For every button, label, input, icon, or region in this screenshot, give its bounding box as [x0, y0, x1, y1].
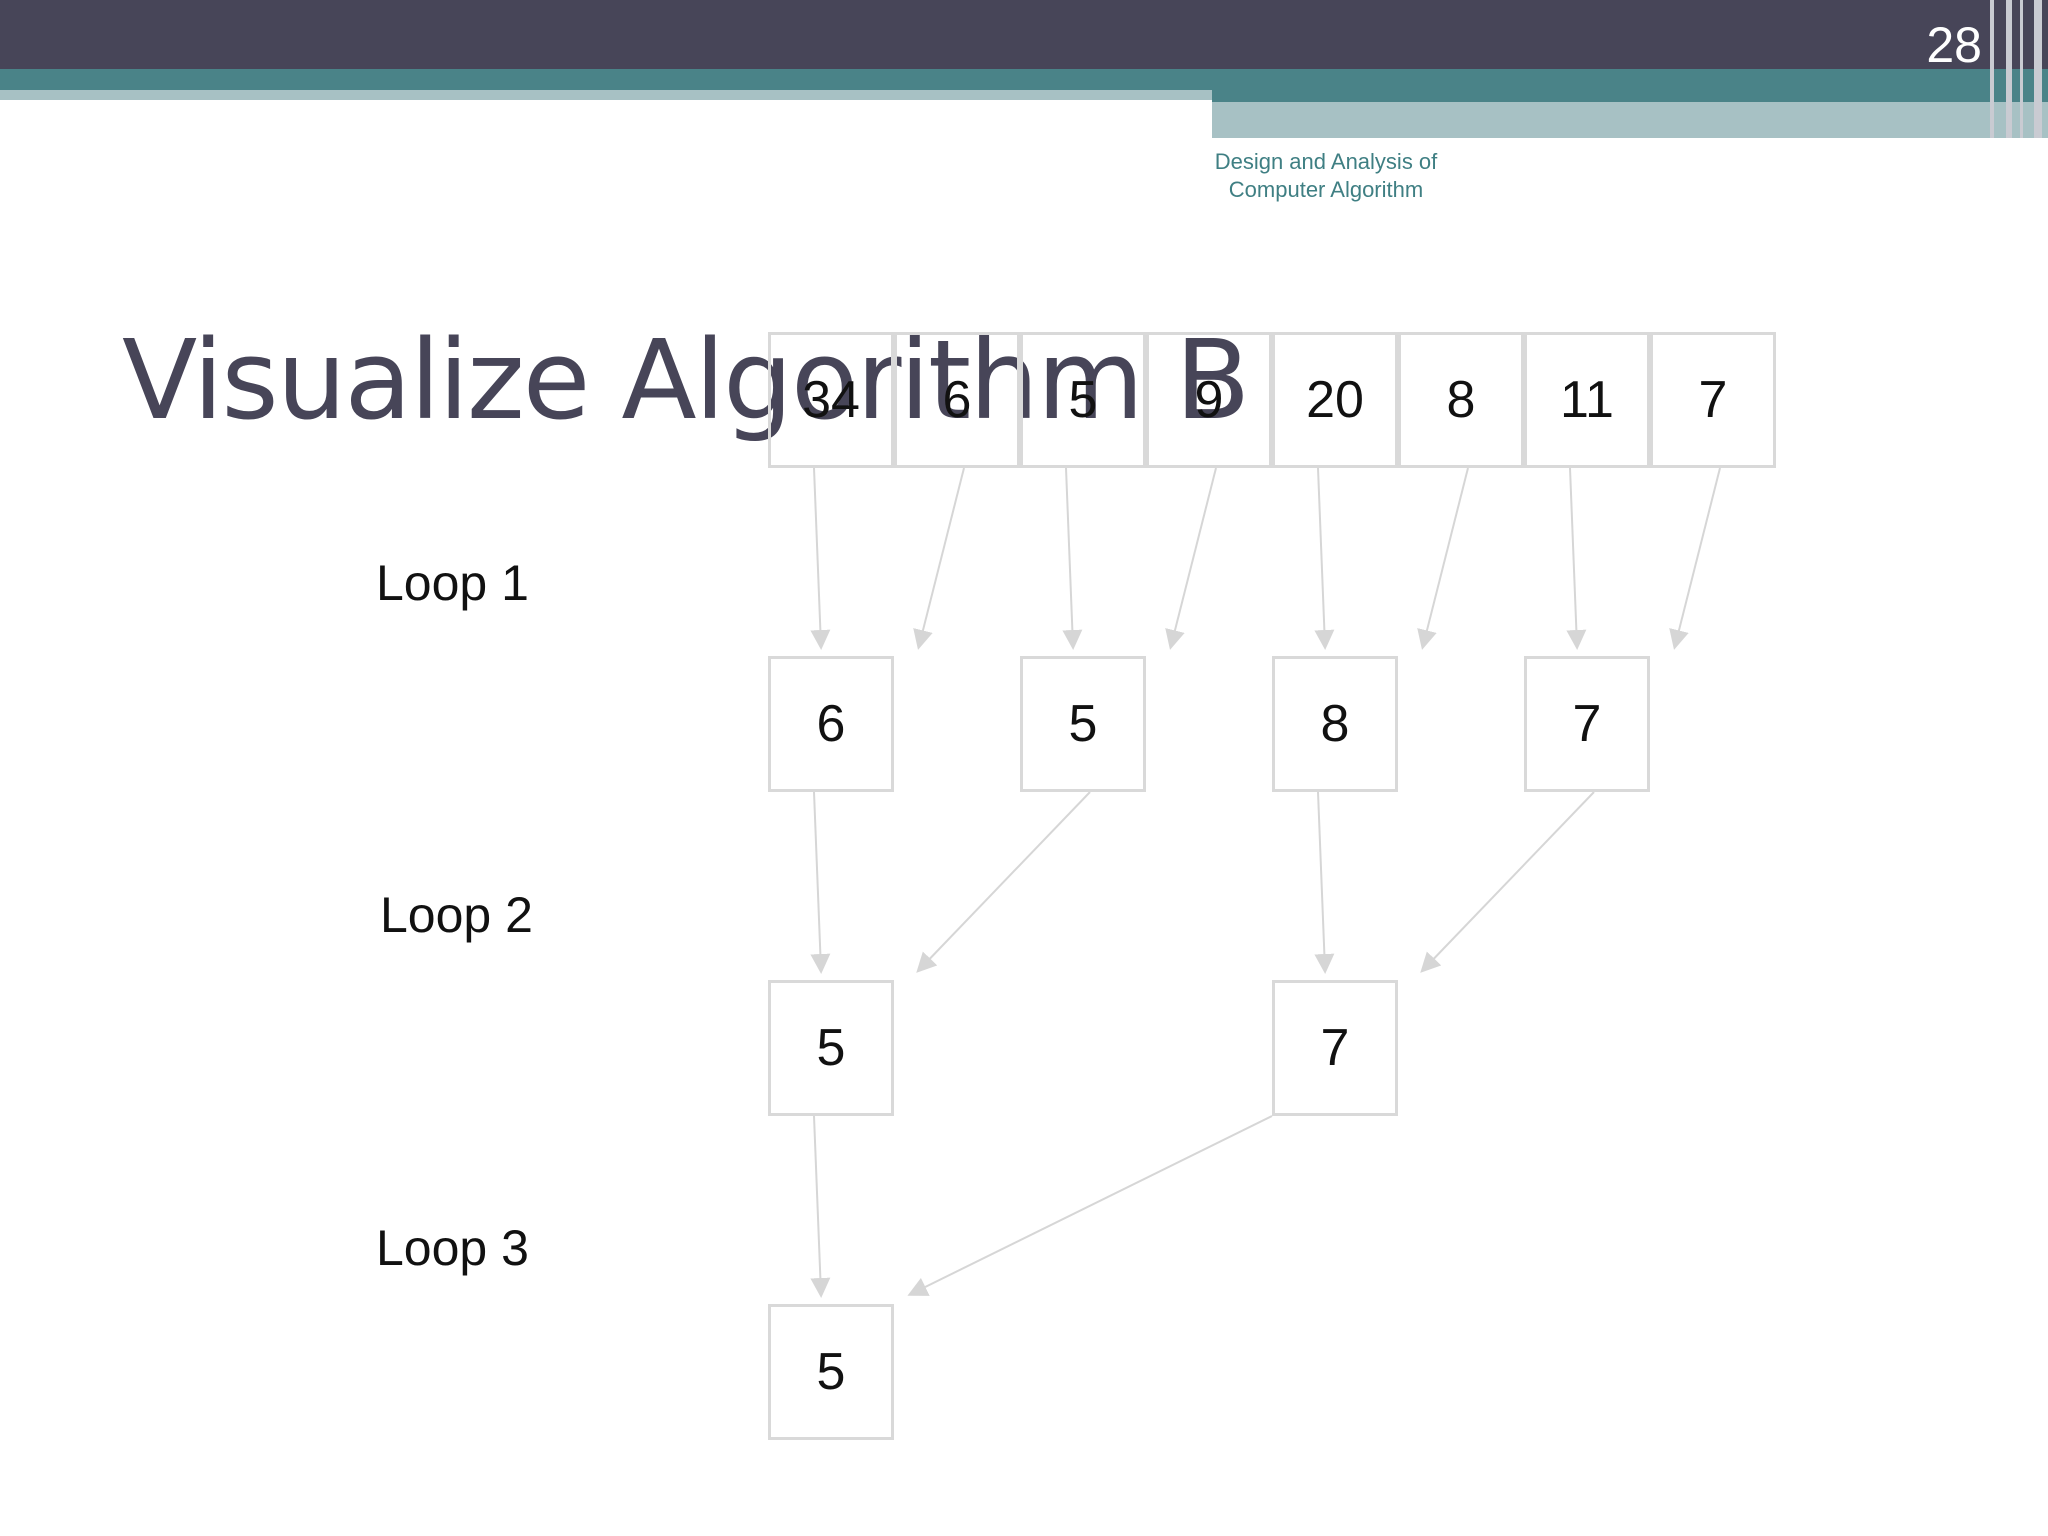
arrow	[1062, 467, 1083, 650]
cell-r0-1: 6	[894, 332, 1020, 468]
loop-label-3: Loop 3	[376, 1220, 529, 1276]
arrow	[913, 467, 965, 650]
cell-r3-0: 5	[768, 1304, 894, 1440]
loop-label-1: Loop 1	[376, 555, 529, 611]
cell-r2-0: 5	[768, 980, 894, 1116]
slide-number: 28	[1926, 17, 1982, 73]
course-title: Design and Analysis of Computer Algorith…	[1196, 148, 1456, 204]
arrow	[810, 1115, 831, 1298]
cell-r1-2: 8	[1272, 656, 1398, 792]
cell-value: 5	[816, 1019, 846, 1077]
arrow	[916, 791, 1091, 973]
cell-value: 5	[816, 1343, 846, 1401]
header-band-teal-right	[1212, 90, 2048, 102]
cell-value: 7	[1320, 1019, 1350, 1077]
arrow	[810, 791, 831, 974]
cell-value: 6	[942, 371, 972, 429]
cell-value: 8	[1320, 695, 1350, 753]
arrow	[1669, 467, 1721, 650]
arrow	[1314, 791, 1335, 974]
arrow	[1314, 467, 1335, 650]
slide-title: Visualize Algorithm B	[122, 316, 1250, 444]
edge-strip	[2034, 0, 2042, 138]
arrow	[1417, 467, 1469, 650]
cell-r0-7: 7	[1650, 332, 1776, 468]
cell-r2-1: 7	[1272, 980, 1398, 1116]
cell-r0-5: 8	[1398, 332, 1524, 468]
cell-r1-3: 7	[1524, 656, 1650, 792]
cell-value: 9	[1194, 371, 1224, 429]
header-band-teal	[0, 69, 2048, 90]
cell-value: 7	[1572, 695, 1602, 753]
cell-r0-3: 9	[1146, 332, 1272, 468]
loop-label-2: Loop 2	[380, 887, 533, 943]
cell-value: 5	[1068, 371, 1098, 429]
arrow	[1165, 467, 1217, 650]
arrow	[1420, 791, 1595, 973]
arrow	[810, 467, 831, 650]
header-band-dark	[0, 0, 2048, 69]
header-band-light-left	[0, 90, 1212, 100]
cell-r0-0: 34	[768, 332, 894, 468]
edge-strip	[1990, 0, 1994, 138]
cell-r0-4: 20	[1272, 332, 1398, 468]
arrow	[1566, 467, 1587, 650]
cell-r1-0: 6	[768, 656, 894, 792]
cell-value: 5	[1068, 695, 1098, 753]
cell-value: 11	[1560, 371, 1614, 429]
cell-r0-6: 11	[1524, 332, 1650, 468]
header-band-light-right	[1212, 102, 2048, 138]
edge-strip	[2006, 0, 2012, 138]
cell-value: 20	[1306, 371, 1364, 429]
arrows-layer	[810, 467, 1721, 1298]
cell-value: 8	[1446, 371, 1476, 429]
arrow	[907, 1115, 1273, 1296]
cell-value: 7	[1698, 371, 1728, 429]
cell-r0-2: 5	[1020, 332, 1146, 468]
cell-value: 6	[816, 695, 846, 753]
course-title-line-1: Design and Analysis of	[1214, 149, 1438, 174]
cell-r1-1: 5	[1020, 656, 1146, 792]
cell-value: 34	[802, 371, 860, 429]
course-title-line-2: Computer Algorithm	[1228, 177, 1424, 202]
edge-strip	[2020, 0, 2023, 138]
